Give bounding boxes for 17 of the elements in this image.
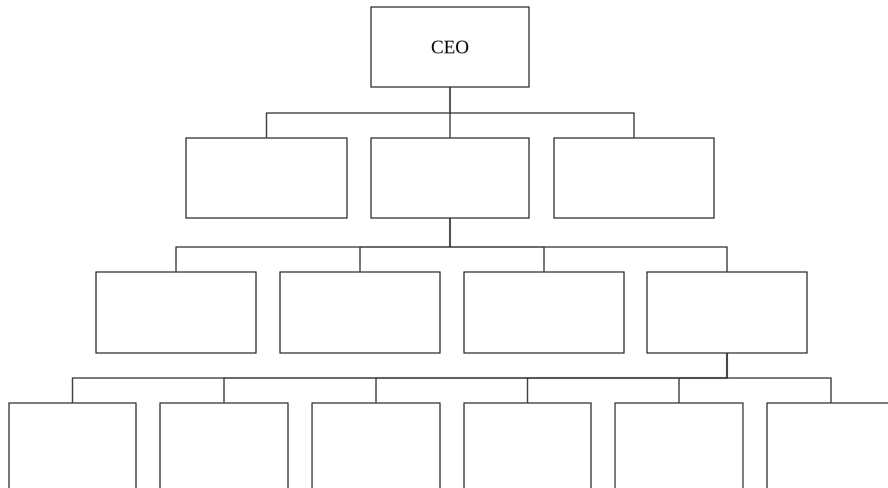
empty-box [463, 271, 625, 354]
connector-line [449, 88, 635, 138]
empty-box [311, 402, 441, 488]
connector-line [726, 354, 832, 402]
empty-box [614, 402, 744, 488]
empty-box [646, 271, 808, 354]
empty-box [159, 402, 289, 488]
box: CEO [370, 6, 530, 88]
empty-box [370, 137, 530, 219]
empty-box [8, 402, 137, 488]
empty-box [463, 402, 592, 488]
empty-box [95, 271, 257, 354]
empty-box [185, 137, 348, 219]
empty-box [553, 137, 715, 219]
empty-box [766, 402, 888, 488]
empty-box [279, 271, 441, 354]
connector-line [449, 218, 728, 272]
